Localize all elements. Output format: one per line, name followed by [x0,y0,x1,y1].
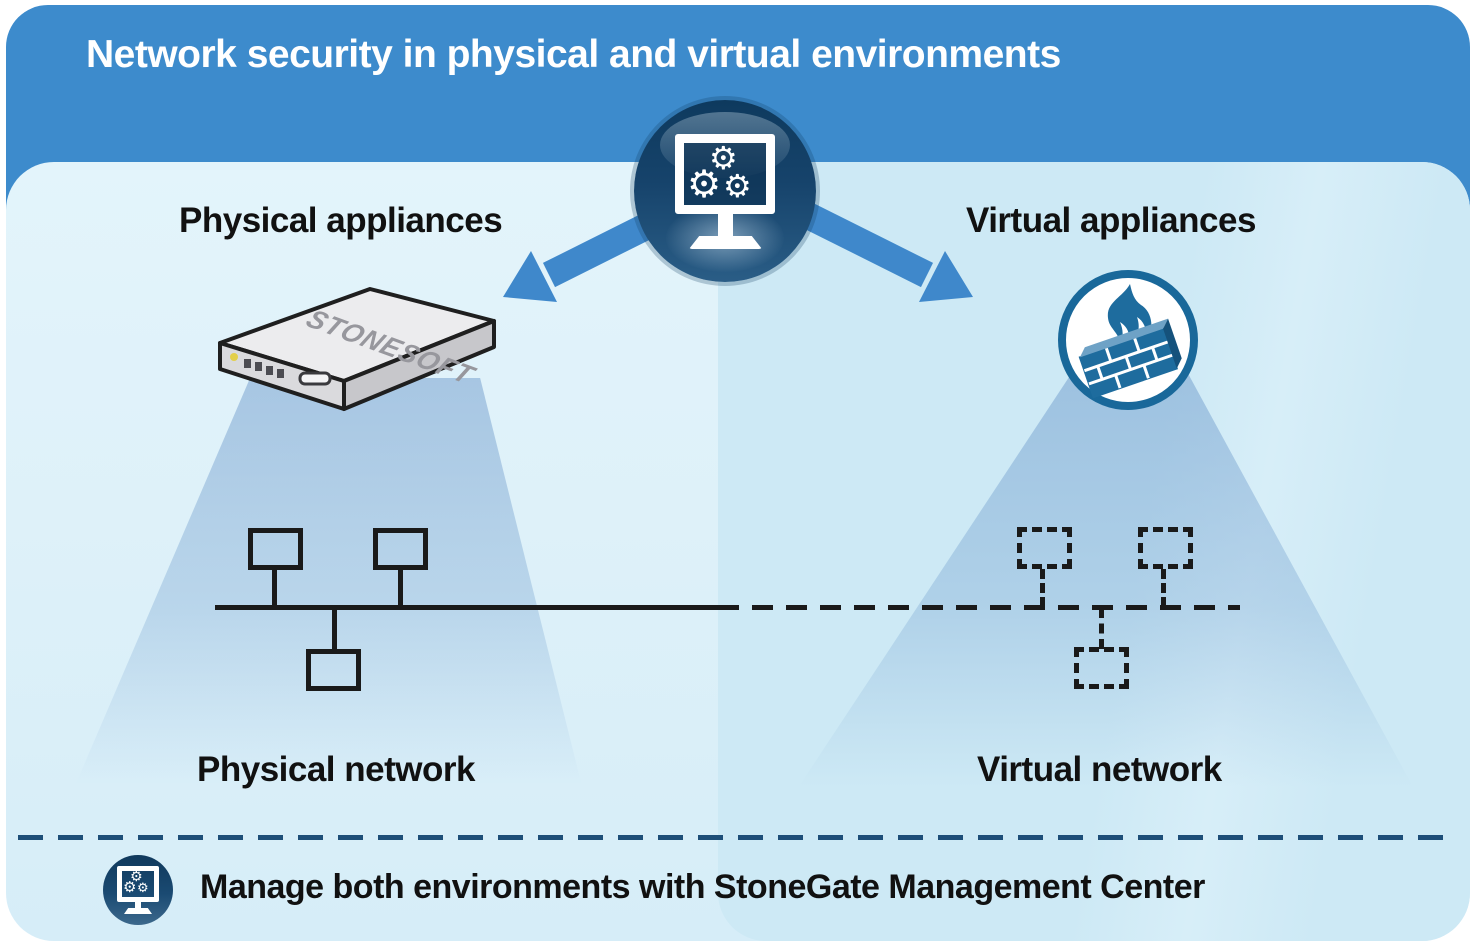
brick-wall-icon [1078,318,1182,399]
virtual-network-node [1138,527,1193,569]
device-port [298,371,332,386]
virtual-network-node [1017,527,1072,569]
gear-icon: ⚙ [130,868,143,884]
physical-node-link [272,570,277,608]
physical-appliances-heading: Physical appliances [179,201,503,240]
monitor-with-gears-icon: ⚙ ⚙ ⚙ [117,866,159,914]
physical-node-link [332,608,337,651]
virtual-node-link [1040,569,1045,607]
arrow-right-icon [800,203,973,302]
virtual-appliances-heading: Virtual appliances [966,201,1256,240]
virtual-network-node [1074,647,1129,689]
dashed-divider [18,835,1458,840]
virtual-node-link [1099,608,1104,649]
monitor-screen [675,134,775,214]
monitor-stand [718,212,733,240]
physical-network-label: Physical network [197,750,475,789]
monitor-stand [135,899,141,909]
flame-icon [1107,284,1152,344]
page-title: Network security in physical and virtual… [86,33,1061,76]
gear-icon: ⚙ [687,164,722,206]
virtual-network-label: Virtual network [977,750,1222,789]
status-led [230,353,238,361]
gear-icon: ⚙ [123,879,137,896]
footer-message: Manage both environments with StoneGate … [200,868,1205,906]
virtual-network-bus [718,605,1240,610]
monitor-with-gears-icon: ⚙ ⚙ ⚙ [675,134,775,249]
management-console-icon: ⚙ ⚙ ⚙ [634,100,816,282]
physical-network-node [373,528,428,570]
physical-network-node [306,649,361,691]
monitor-base [689,236,762,249]
gear-icon: ⚙ [723,168,752,204]
stonesoft-appliance: STONESOFT [218,287,496,411]
gear-icon: ⚙ [137,880,149,895]
physical-network-node [248,528,303,570]
gear-icon: ⚙ [709,140,738,176]
physical-node-link [398,570,403,608]
monitor-base [124,908,152,914]
stonegate-management-center-icon: ⚙ ⚙ ⚙ [103,855,173,925]
virtual-node-link [1161,569,1166,607]
physical-network-bus [215,605,718,610]
firewall-with-flame-icon [1058,270,1198,410]
